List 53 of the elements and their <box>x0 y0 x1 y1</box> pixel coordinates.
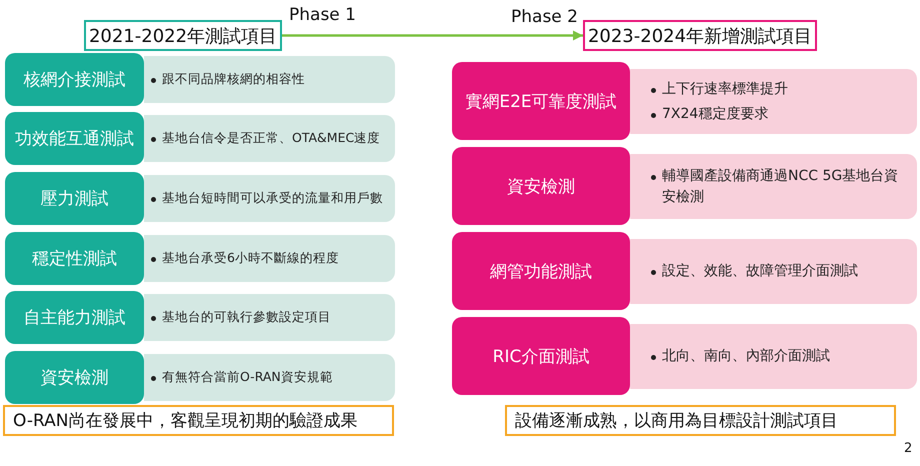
bullet-text: 輔導國產設備商通過NCC 5G基地台資安檢測 <box>650 166 909 208</box>
test-category-box <box>452 62 630 140</box>
description-box <box>144 354 395 401</box>
bullet-text: 基地台信令是否正常、OTA&MEC速度 <box>150 129 389 148</box>
phase-label: Phase 2 <box>511 7 578 27</box>
description-box <box>630 239 917 304</box>
category-title: 穩定性測試 <box>32 248 117 270</box>
description-box <box>144 294 395 341</box>
bullet-text: 上下行速率標準提升 <box>650 78 909 100</box>
test-category-box <box>5 232 144 285</box>
description-box <box>630 154 917 219</box>
bullet-text: 跟不同品牌核網的相容性 <box>150 70 389 89</box>
test-category-box <box>5 112 144 165</box>
category-title: 壓力測試 <box>40 188 108 210</box>
category-title: 實網E2E可靠度測試 <box>465 90 617 112</box>
bullet-text: 基地台的可執行參數設定項目 <box>150 308 389 327</box>
category-title: 功效能互通測試 <box>15 128 134 150</box>
header-text: 2023-2024年新增測試項目 <box>588 24 812 48</box>
test-category-box <box>5 351 144 404</box>
test-category-box <box>5 53 144 106</box>
description-box <box>630 69 917 134</box>
description-box <box>144 235 395 282</box>
category-title: 核網介接測試 <box>24 69 126 91</box>
bullet-text: 設定、效能、故障管理介面測試 <box>650 261 909 282</box>
bullet-text: 有無符合當前O-RAN資安規範 <box>150 368 389 387</box>
header-box <box>583 20 817 51</box>
test-category-box <box>5 172 144 225</box>
bullet-text: 7X24穩定度要求 <box>650 104 909 124</box>
test-category-box <box>5 291 144 344</box>
arrow <box>282 30 583 40</box>
test-category-box <box>452 232 630 310</box>
phase-label: Phase 1 <box>289 5 356 25</box>
category-title: 網管功能測試 <box>490 260 592 282</box>
summary-text: O-RAN尚在發展中，客觀呈現初期的驗證成果 <box>13 410 358 432</box>
page-number: 2 <box>904 441 912 456</box>
test-category-box <box>452 317 630 395</box>
bullet-text: 基地台承受6小時不斷線的程度 <box>150 249 389 268</box>
bullet-text: 基地台短時間可以承受的流量和用戶數 <box>150 189 389 208</box>
summary-box <box>505 405 896 436</box>
summary-box <box>3 405 394 436</box>
description-box <box>144 175 395 222</box>
description-box <box>630 324 917 389</box>
description-box <box>144 115 395 162</box>
category-title: 自主能力測試 <box>24 307 126 329</box>
category-title: 資安檢測 <box>40 367 108 389</box>
category-title: RIC介面測試 <box>492 346 590 368</box>
header-box <box>84 20 282 51</box>
summary-text: 設備逐漸成熟，以商用為目標設計測試項目 <box>515 410 839 432</box>
category-title: 資安檢測 <box>507 176 575 198</box>
header-text: 2021-2022年測試項目 <box>88 24 278 48</box>
bullet-text: 北向、南向、內部介面測試 <box>650 346 909 367</box>
test-category-box <box>452 147 630 225</box>
description-box <box>144 56 395 103</box>
